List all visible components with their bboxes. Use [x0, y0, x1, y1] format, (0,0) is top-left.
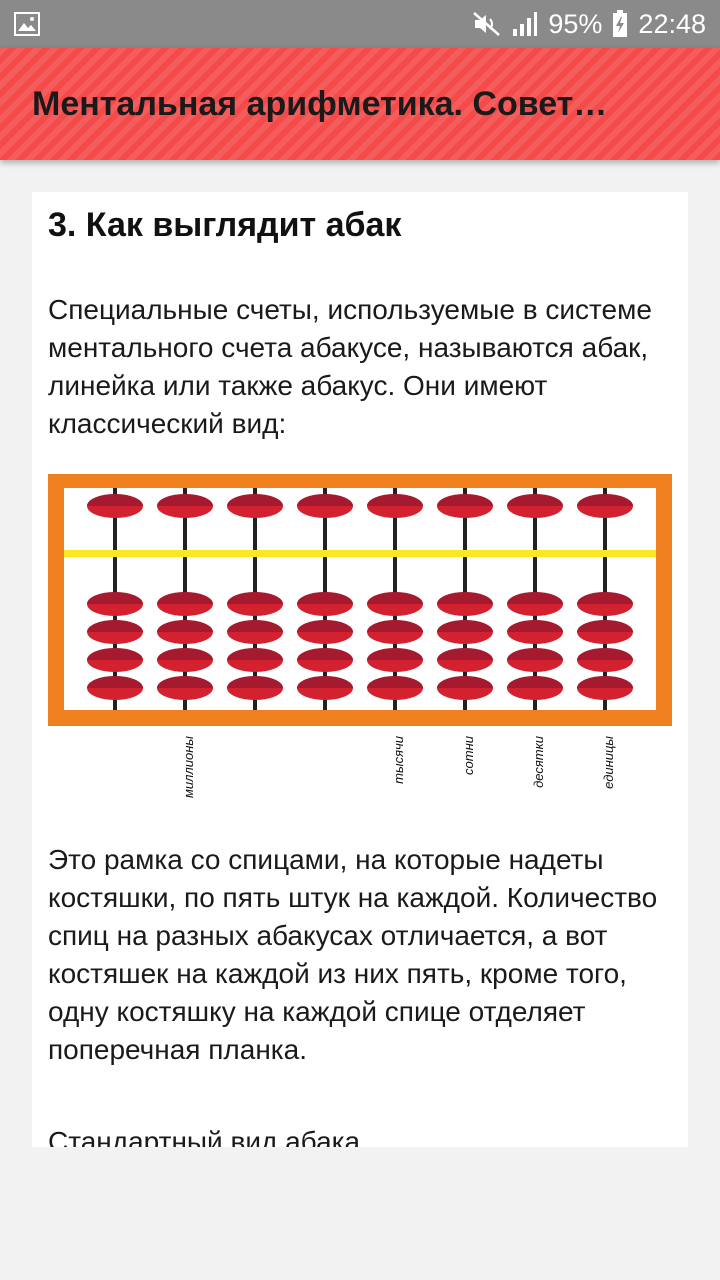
gallery-icon	[14, 12, 40, 36]
abacus-bead-lower	[577, 620, 633, 644]
abacus-bead-upper	[157, 494, 213, 518]
abacus-bead-lower	[227, 592, 283, 616]
abacus-bead-lower	[577, 648, 633, 672]
mute-icon	[473, 12, 501, 36]
signal-icon	[513, 12, 538, 36]
abacus-divider	[64, 550, 656, 557]
abacus-label: единицы	[601, 736, 616, 789]
abacus-bead-upper	[577, 494, 633, 518]
abacus-inner	[64, 488, 656, 710]
abacus-bead-lower	[297, 620, 353, 644]
status-bar: 95% 22:48	[0, 0, 720, 48]
abacus-bead-upper	[87, 494, 143, 518]
abacus-bead-lower	[577, 592, 633, 616]
abacus-bead-lower	[227, 676, 283, 700]
abacus-bead-lower	[157, 648, 213, 672]
abacus-bead-upper	[437, 494, 493, 518]
abacus-bead-lower	[297, 592, 353, 616]
paragraph-next: Стандартный вид абака	[48, 1126, 361, 1147]
abacus-bead-lower	[507, 620, 563, 644]
abacus-bead-lower	[507, 676, 563, 700]
abacus-label: миллионы	[181, 736, 196, 798]
abacus-bead-lower	[87, 676, 143, 700]
abacus-label: тысячи	[391, 736, 406, 784]
abacus-bead-lower	[227, 620, 283, 644]
abacus-bead-lower	[507, 648, 563, 672]
abacus-bead-lower	[87, 620, 143, 644]
abacus-bead-lower	[437, 648, 493, 672]
abacus-bead-lower	[367, 592, 423, 616]
abacus-bead-lower	[367, 676, 423, 700]
abacus-bead-lower	[87, 648, 143, 672]
battery-charging-icon	[613, 10, 628, 37]
abacus-bead-lower	[437, 620, 493, 644]
abacus-label: десятки	[531, 736, 546, 788]
abacus-bead-lower	[87, 592, 143, 616]
abacus-bead-lower	[437, 676, 493, 700]
abacus-bead-lower	[227, 648, 283, 672]
abacus-bead-lower	[297, 648, 353, 672]
abacus-bead-upper	[507, 494, 563, 518]
clock: 22:48	[638, 8, 706, 39]
paragraph-intro: Специальные счеты, используемые в систем…	[48, 294, 652, 439]
abacus-bead-lower	[507, 592, 563, 616]
abacus-bead-lower	[577, 676, 633, 700]
abacus-bead-lower	[157, 676, 213, 700]
abacus-label: сотни	[461, 736, 476, 775]
app-title: Ментальная арифметика. Совет…	[32, 85, 608, 123]
app-bar: Ментальная арифметика. Совет…	[0, 48, 720, 160]
abacus-bead-upper	[227, 494, 283, 518]
abacus-bead-lower	[297, 676, 353, 700]
abacus-bead-lower	[367, 648, 423, 672]
abacus-bead-upper	[297, 494, 353, 518]
section-heading: 3. Как выглядит абак	[48, 206, 402, 244]
abacus-bead-lower	[157, 620, 213, 644]
battery-percent: 95%	[548, 8, 603, 39]
abacus-bead-upper	[367, 494, 423, 518]
paragraph-description: Это рамка со спицами, на которые надеты …	[48, 844, 658, 1065]
abacus-bead-lower	[367, 620, 423, 644]
abacus-image: миллионы тысячи сотни десятки единицы	[48, 474, 672, 798]
article-card: 3. Как выглядит абак Специальные счеты, …	[32, 192, 688, 1147]
abacus-bead-lower	[437, 592, 493, 616]
abacus-bead-lower	[157, 592, 213, 616]
